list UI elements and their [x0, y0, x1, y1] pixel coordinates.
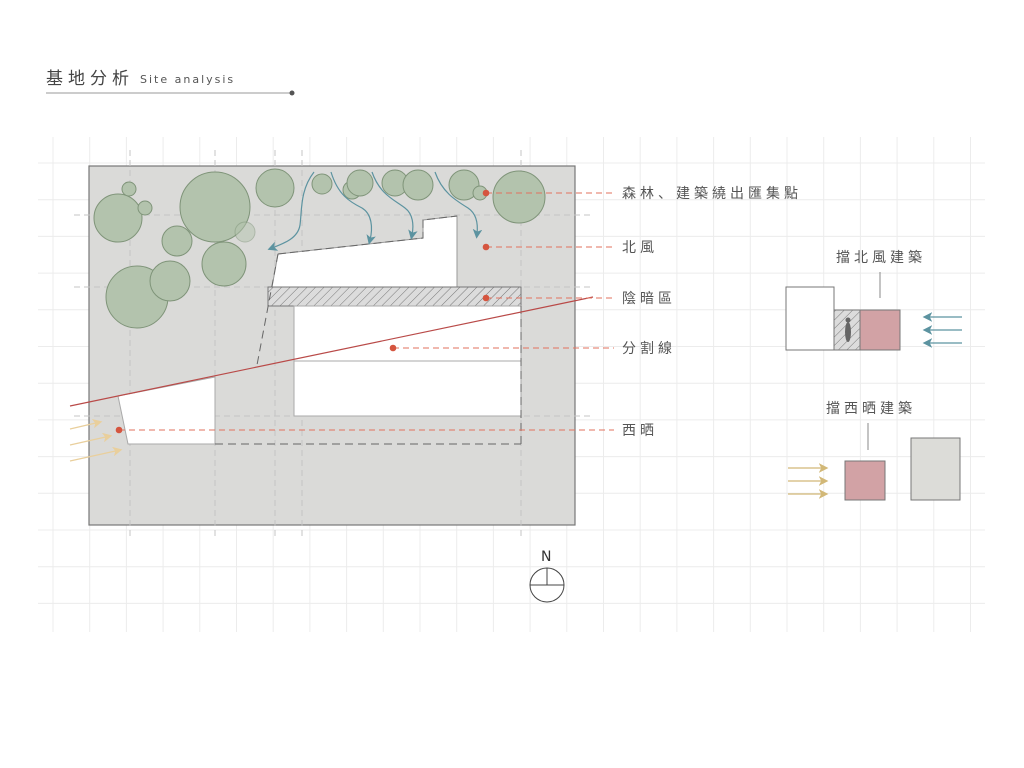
wind-block-building — [859, 309, 901, 351]
title-dot — [289, 90, 295, 96]
sun-arrow — [69, 432, 113, 446]
tree — [234, 221, 256, 243]
shade-zone — [267, 286, 522, 307]
tree — [311, 173, 333, 195]
person-icon — [845, 322, 851, 342]
sun-block-building — [844, 460, 886, 501]
west-sun-block-diagram: 擋西晒建築 — [788, 401, 961, 501]
tree — [492, 170, 546, 224]
protected-building — [910, 437, 961, 501]
label-divide-line: 分割線 — [622, 340, 676, 357]
north-arrow: N — [529, 549, 565, 603]
north-wind-block-label: 擋北風建築 — [836, 250, 926, 266]
divide-line — [69, 296, 594, 407]
tree — [93, 193, 143, 243]
tree — [179, 171, 251, 243]
wind-arrow — [330, 171, 376, 245]
header: 基地分析 Site analysis — [46, 69, 295, 96]
tree — [402, 169, 434, 201]
tree — [448, 169, 480, 201]
sun-arrow — [69, 418, 103, 430]
west-sun-arrows — [69, 418, 123, 462]
north-building-edge — [277, 215, 458, 255]
north-wind-arrows — [267, 171, 483, 251]
tree — [121, 181, 137, 197]
tree — [161, 225, 193, 257]
wind-arrow — [371, 171, 418, 240]
label-west-sun: 西晒 — [622, 423, 658, 439]
north-wind-block-diagram: 擋北風建築 — [785, 250, 962, 351]
tree — [137, 200, 153, 216]
label-north-wind: 北風 — [622, 240, 658, 256]
wind-arrow — [267, 171, 315, 251]
dashed-outline — [215, 253, 522, 445]
tree — [346, 169, 374, 197]
title-zh: 基地分析 — [46, 69, 134, 89]
tree — [149, 260, 191, 302]
building-box — [785, 286, 835, 351]
title-en: Site analysis — [140, 73, 235, 86]
west-sun-block-label: 擋西晒建築 — [826, 401, 916, 417]
leader-dots — [115, 189, 490, 434]
trees — [93, 168, 546, 329]
sun-arrow — [69, 446, 123, 462]
tree — [255, 168, 295, 208]
tree — [201, 241, 247, 287]
north-label: N — [541, 549, 551, 565]
leader-lines — [119, 192, 614, 431]
label-shade: 陰暗區 — [622, 291, 676, 307]
label-forest: 森林、建築繞出匯集點 — [622, 185, 802, 202]
wind-arrow — [434, 171, 483, 239]
